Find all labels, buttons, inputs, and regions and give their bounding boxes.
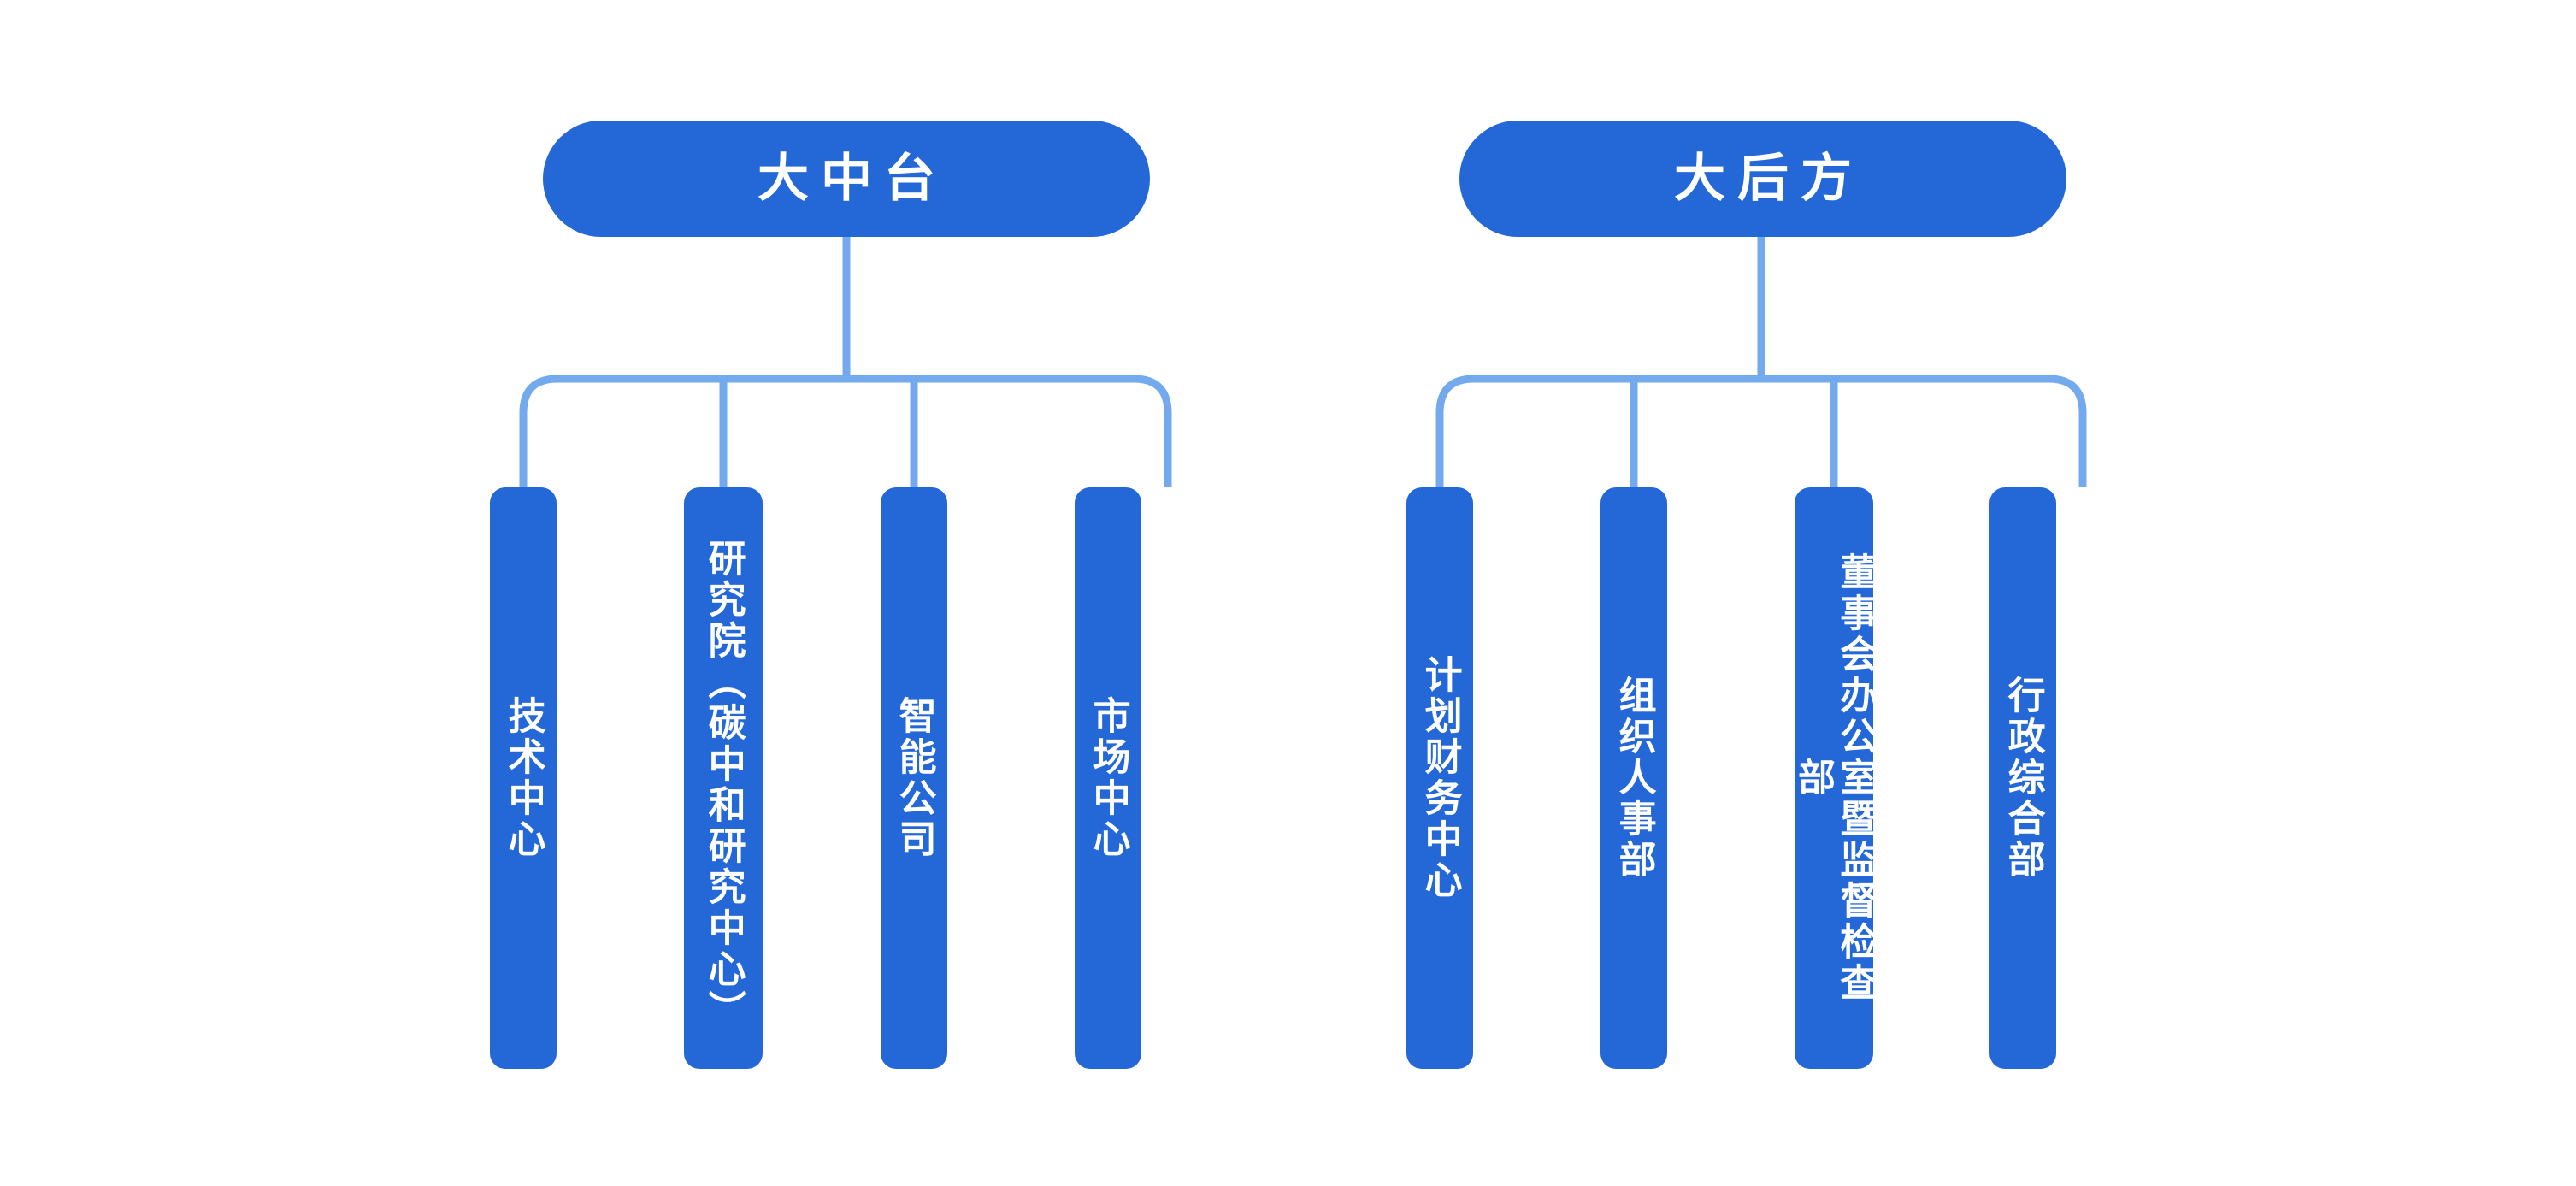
- node-label: 研究院（碳中和研究中心）: [702, 539, 745, 1031]
- node-zhineng-gongsi[interactable]: 智能公司: [881, 487, 947, 1069]
- connector-bar: [1435, 375, 2087, 487]
- group-pill-label: 大后方: [1674, 150, 1864, 207]
- node-label: 行政综合部: [2001, 676, 2044, 881]
- connector-bar: [519, 375, 1172, 487]
- node-label: 智能公司: [893, 696, 935, 860]
- group-pill-zhongtai[interactable]: 大中台: [543, 121, 1150, 237]
- node-jihua-caiwu-zhongxin[interactable]: 计划财务中心: [1406, 487, 1473, 1069]
- node-yanjiuyuan[interactable]: 研究院（碳中和研究中心）: [684, 487, 763, 1069]
- node-label: 市场中心: [1087, 696, 1129, 860]
- node-jishu-zhongxin[interactable]: 技术中心: [490, 487, 557, 1069]
- node-label: 计划财务中心: [1418, 655, 1461, 901]
- node-dongshihui-bangongshi[interactable]: 董事会办公室暨监督检查部: [1795, 487, 1873, 1069]
- group-pill-label: 大中台: [757, 150, 947, 207]
- node-shichang-zhongxin[interactable]: 市场中心: [1075, 487, 1141, 1069]
- node-xingzheng-zonghe-bu[interactable]: 行政综合部: [1989, 487, 2056, 1069]
- node-label: 董事会办公室暨监督检查部: [1795, 552, 1873, 1004]
- node-label: 技术中心: [502, 696, 545, 860]
- group-pill-houfang[interactable]: 大后方: [1459, 121, 2066, 237]
- node-zuzhi-renshi-bu[interactable]: 组织人事部: [1600, 487, 1667, 1069]
- node-label: 组织人事部: [1612, 676, 1655, 881]
